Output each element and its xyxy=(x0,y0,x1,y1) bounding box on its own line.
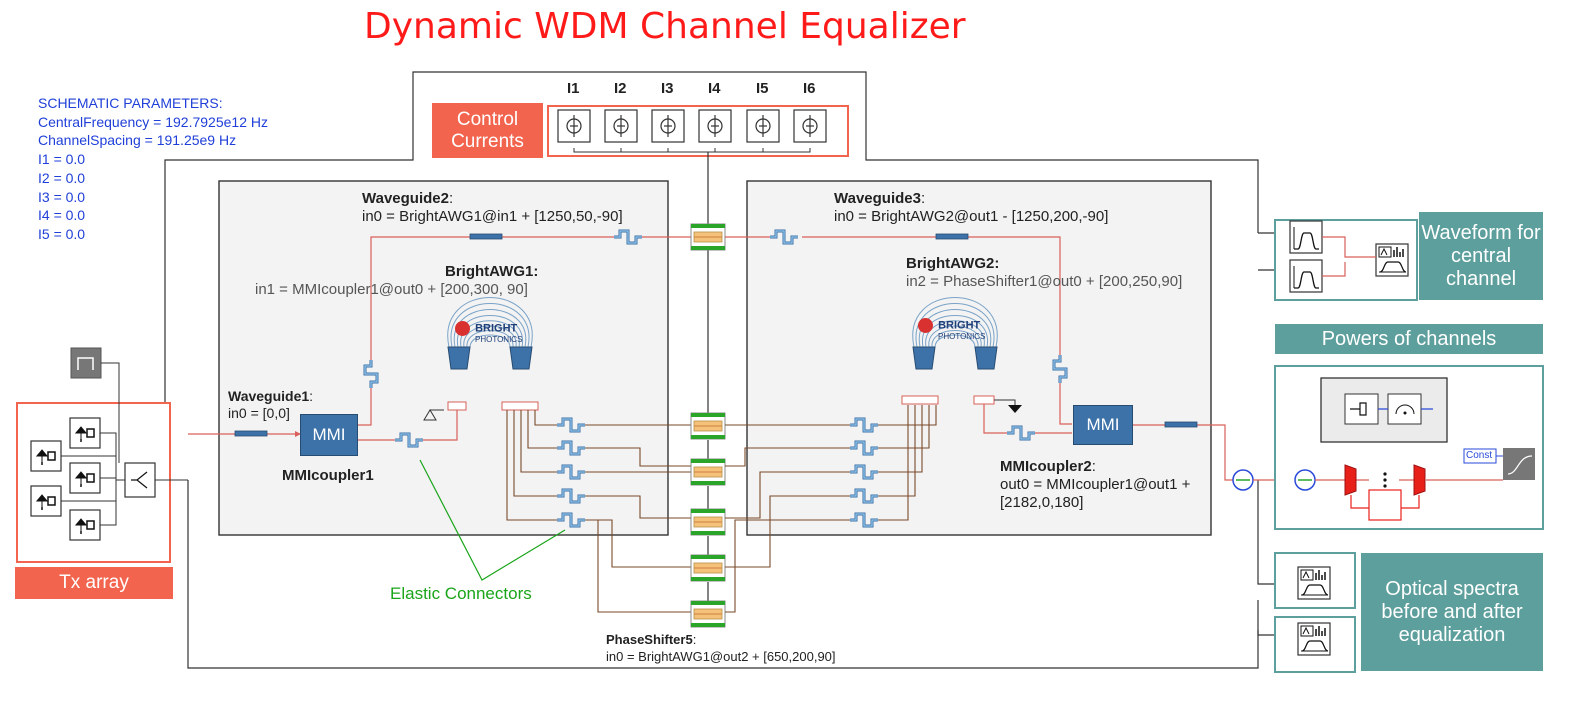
tx-array-label: Tx array xyxy=(59,572,129,594)
bright-photonics-logo-1: BRIGHT PHOTONICS xyxy=(455,318,522,344)
spectra-label: Optical spectra before and after equaliz… xyxy=(1381,577,1523,646)
param-line: I5 = 0.0 xyxy=(38,225,86,242)
mmi-coupler-2[interactable]: MMI xyxy=(1073,405,1133,445)
param-line: I3 = 0.0 xyxy=(38,188,86,205)
awg2-expr: in2 = PhaseShifter1@out0 + [200,250,90] xyxy=(906,273,1183,290)
parameters-header: SCHEMATIC PARAMETERS: xyxy=(38,95,223,111)
elastic-connectors-note: Elastic Connectors xyxy=(390,584,532,603)
awg1-subcircuit xyxy=(218,180,669,536)
mux-icon xyxy=(124,462,156,498)
source-label-i4: I4 xyxy=(708,80,721,97)
powers-label-bg xyxy=(1275,324,1543,354)
param-line: ChannelSpacing = 191.25e9 Hz xyxy=(38,132,237,149)
bias-block xyxy=(70,347,102,379)
elastic-connectors-pointer xyxy=(419,459,566,581)
waveguide3-expr: in0 = BrightAWG2@out1 - [1250,200,-90] xyxy=(834,208,1109,225)
awg1-expr: in1 = MMIcoupler1@out0 + [200,300, 90] xyxy=(255,281,528,298)
spectra-label-bg xyxy=(1361,553,1543,671)
waveform-label: Waveform for central channel xyxy=(1421,221,1541,290)
awg2-label: BrightAWG2: xyxy=(906,255,1000,272)
const-label: Const xyxy=(1466,450,1493,461)
mmi-coupler-1[interactable]: MMI xyxy=(300,414,358,456)
param-line: CentralFrequency = 192.7925e12 Hz xyxy=(38,113,268,130)
mmicoupler1-label: MMIcoupler1 xyxy=(282,467,374,484)
waveguide2-expr: in0 = BrightAWG1@in1 + [1250,50,-90] xyxy=(362,208,623,225)
awg1-label: BrightAWG1: xyxy=(445,263,539,280)
param-line: I1 = 0.0 xyxy=(38,151,86,168)
tx-array-label-bg xyxy=(15,567,173,599)
bright-photonics-logo-2: BRIGHT PHOTONICS xyxy=(918,315,985,341)
mmicoupler2-expr-1: out0 = MMIcoupler1@out1 + xyxy=(1000,476,1191,493)
mmicoupler2-label: MMIcoupler2: xyxy=(1000,458,1096,475)
param-line: I4 = 0.0 xyxy=(38,207,86,224)
waveguide2-label: Waveguide2: xyxy=(362,190,454,207)
schematic-parameters: SCHEMATIC PARAMETERS: CentralFrequency =… xyxy=(38,94,268,244)
page-title: Dynamic WDM Channel Equalizer xyxy=(364,6,966,47)
source-label-i2: I2 xyxy=(614,80,627,97)
powers-label: Powers of channels xyxy=(1321,327,1497,350)
waveguide1-expr: in0 = [0,0] xyxy=(228,405,290,421)
waveguide3-label: Waveguide3: xyxy=(834,190,926,207)
control-currents-label: Control Currents xyxy=(451,108,524,152)
control-currents-label-bg xyxy=(432,103,543,158)
source-label-i1: I1 xyxy=(567,80,580,97)
top-frame-wire xyxy=(164,71,1259,480)
bottom-frame-wire xyxy=(187,480,1259,669)
source-label-i3: I3 xyxy=(661,80,674,97)
waveform-label-bg xyxy=(1419,212,1543,300)
phaseshifter5-expr: in0 = BrightAWG1@out2 + [650,200,90] xyxy=(606,649,836,664)
param-line: I2 = 0.0 xyxy=(38,169,86,186)
mmicoupler2-expr-2: [2182,0,180] xyxy=(1000,494,1084,511)
waveguide1-label: Waveguide1: xyxy=(228,388,314,404)
phaseshifter5-label: PhaseShifter5: xyxy=(606,632,697,647)
source-label-i6: I6 xyxy=(803,80,816,97)
source-label-i5: I5 xyxy=(756,80,769,97)
